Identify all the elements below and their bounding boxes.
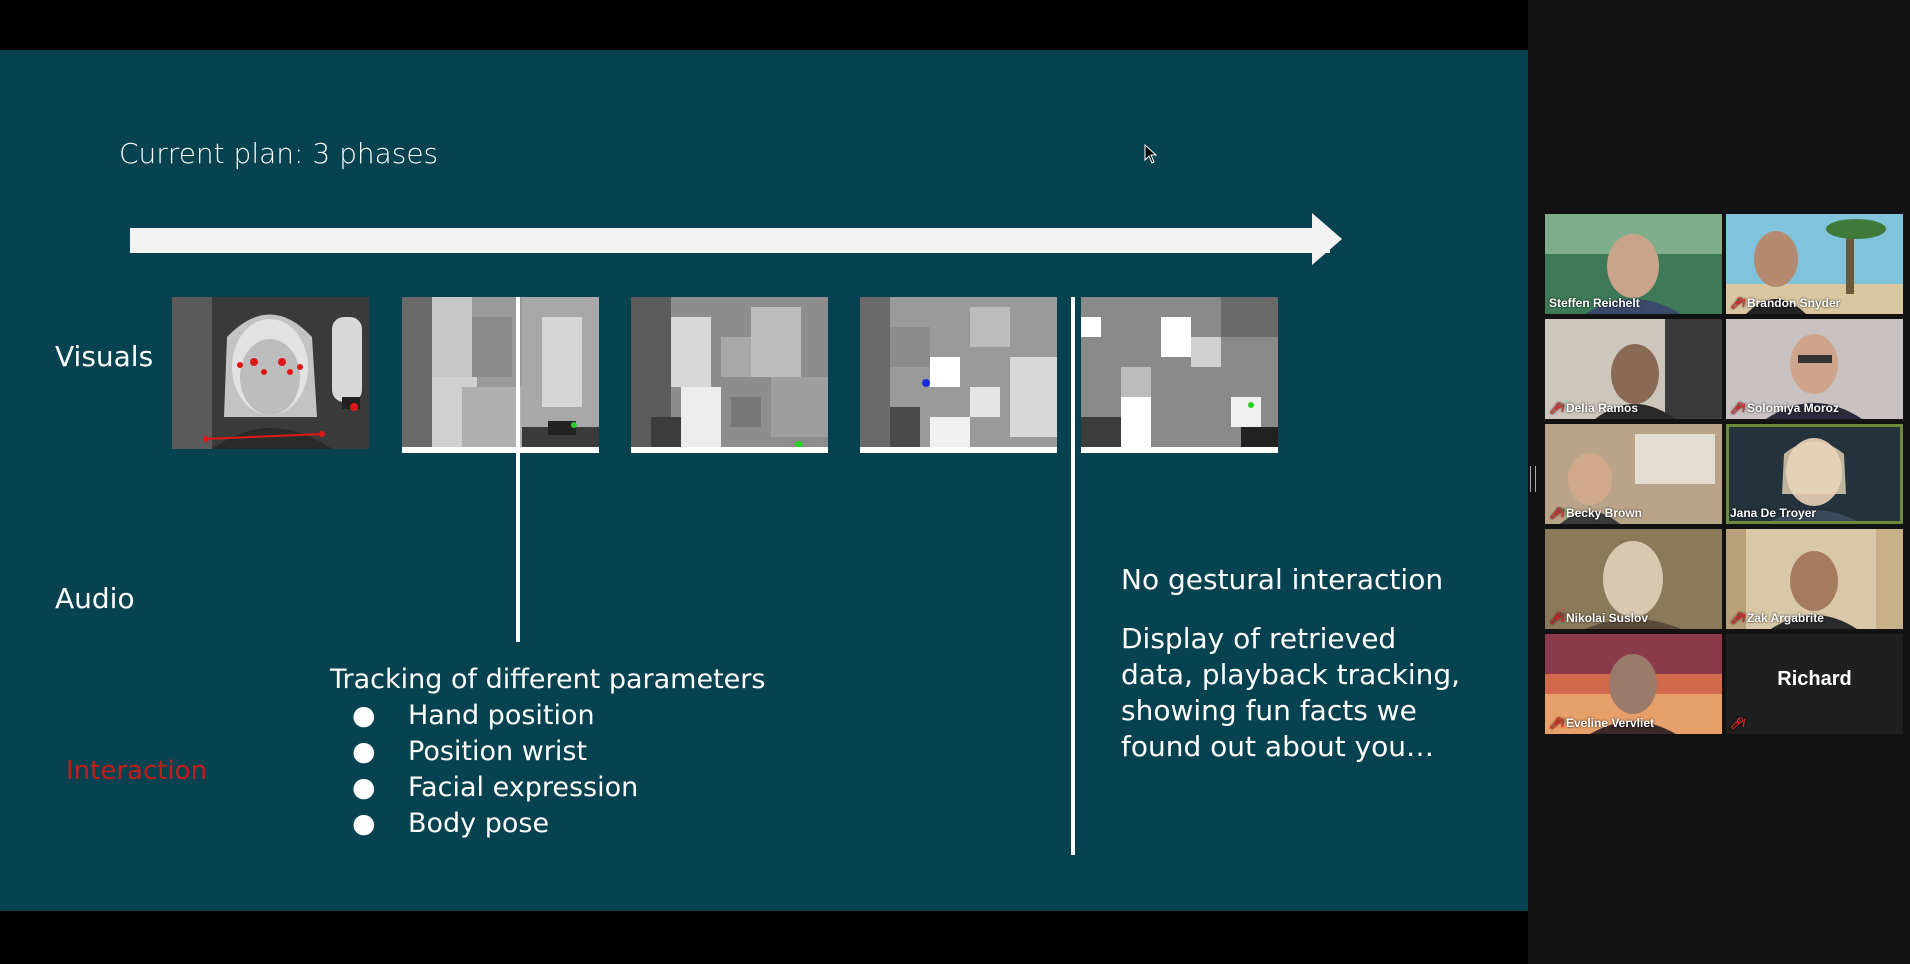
panel-resize-handle[interactable] <box>1530 466 1536 492</box>
participant-video <box>1726 319 1903 419</box>
participant-video <box>1545 319 1722 419</box>
participant-video <box>1545 634 1722 734</box>
muted-mic-icon: 🎤︎̸ <box>1549 612 1563 625</box>
phase-divider-1 <box>516 297 520 642</box>
bullet-icon: ● <box>352 808 376 839</box>
participant-name-placeholder: Richard <box>1777 668 1852 690</box>
muted-mic-icon: 🎤︎̸ <box>1730 297 1744 310</box>
muted-mic-icon: 🎤︎̸ <box>1549 402 1563 415</box>
participant-tile-active-speaker[interactable]: Jana De Troyer <box>1726 424 1903 524</box>
slide-title: Current plan: 3 phases <box>119 137 439 170</box>
mouse-cursor-icon <box>1144 144 1158 164</box>
tracking-text-block: Tracking of different parameters ● Hand p… <box>330 662 765 842</box>
muted-mic-icon: 🎤︎̸ <box>1549 507 1563 520</box>
participant-tile[interactable]: 🎤︎̸Solomiya Moroz <box>1726 319 1903 419</box>
muted-mic-icon: 🎤︎̸ <box>1730 612 1744 625</box>
participant-video <box>1545 214 1722 314</box>
phase-divider-2 <box>1071 297 1075 855</box>
participant-name: 🎤︎̸Brandon Snyder <box>1730 296 1841 310</box>
participant-video <box>1545 529 1722 629</box>
participant-name: Steffen Reichelt <box>1549 296 1640 310</box>
list-item: ● Hand position <box>330 698 765 734</box>
muted-mic-icon: 🎤︎̸ <box>1730 402 1744 415</box>
list-item-label: Hand position <box>408 700 595 731</box>
participant-tile-video-off[interactable]: Richard 🎤︎̸ <box>1726 634 1903 734</box>
tracking-heading: Tracking of different parameters <box>330 664 766 695</box>
participant-name: 🎤︎̸Eveline Vervliet <box>1549 716 1655 730</box>
participant-video <box>1545 424 1722 524</box>
participant-tile[interactable]: 🎤︎̸Brandon Snyder <box>1726 214 1903 314</box>
list-item: ● Body pose <box>330 806 765 842</box>
pixelated-tracking-thumbnail-2 <box>860 297 1057 453</box>
muted-mic-icon: 🎤︎̸ <box>1730 718 1744 730</box>
list-item: ● Facial expression <box>330 770 765 806</box>
participant-name: 🎤︎̸Solomiya Moroz <box>1730 401 1839 415</box>
no-gesture-heading: No gestural interaction <box>1121 563 1444 596</box>
participant-mute-status: 🎤︎̸ <box>1730 717 1744 730</box>
participant-name: 🎤︎̸Delia Ramos <box>1549 401 1638 415</box>
participant-tile[interactable]: 🎤︎̸Becky Brown <box>1545 424 1722 524</box>
no-gesture-text-block: No gestural interaction Display of retri… <box>1121 562 1461 788</box>
participant-video <box>1726 529 1903 629</box>
list-item-label: Facial expression <box>408 772 639 803</box>
bullet-icon: ● <box>352 736 376 767</box>
participant-tile[interactable]: 🎤︎̸Eveline Vervliet <box>1545 634 1722 734</box>
participant-tile[interactable]: 🎤︎̸Nikolai Suslov <box>1545 529 1722 629</box>
list-item-label: Body pose <box>408 808 550 839</box>
presentation-slide: Current plan: 3 phases Visuals Audio Int… <box>0 50 1528 911</box>
row-label-interaction: Interaction <box>66 756 208 786</box>
tracking-list: ● Hand position ● Position wrist ● Facial e… <box>330 698 765 842</box>
bullet-icon: ● <box>352 700 376 731</box>
participant-tile[interactable]: 🎤︎̸Zak Argabrite <box>1726 529 1903 629</box>
row-label-visuals: Visuals <box>55 340 154 373</box>
participant-video <box>1726 214 1903 314</box>
list-item: ● Position wrist <box>330 734 765 770</box>
participant-tile[interactable]: 🎤︎̸Delia Ramos <box>1545 319 1722 419</box>
participant-video <box>1726 424 1903 524</box>
timeline-arrow <box>130 213 1342 265</box>
no-gesture-body: Display of retrieved data, playback trac… <box>1121 622 1461 763</box>
bottom-letterbox <box>0 911 1528 964</box>
row-label-audio: Audio <box>55 582 135 615</box>
participant-name: Jana De Troyer <box>1730 506 1817 520</box>
participant-name: 🎤︎̸Becky Brown <box>1549 506 1642 520</box>
screen-share-area: Current plan: 3 phases Visuals Audio Int… <box>0 0 1528 964</box>
pixelated-tracking-thumbnail-3 <box>1081 297 1278 453</box>
bullet-icon: ● <box>352 772 376 803</box>
hand-tracking-thumbnail <box>402 297 599 453</box>
participant-name: 🎤︎̸Zak Argabrite <box>1730 611 1824 625</box>
face-tracking-thumbnail <box>172 297 369 449</box>
participant-name: 🎤︎̸Nikolai Suslov <box>1549 611 1648 625</box>
muted-mic-icon: 🎤︎̸ <box>1549 717 1563 730</box>
participant-tile[interactable]: Steffen Reichelt <box>1545 214 1722 314</box>
list-item-label: Position wrist <box>408 736 588 767</box>
pixelated-tracking-thumbnail-1 <box>631 297 828 453</box>
